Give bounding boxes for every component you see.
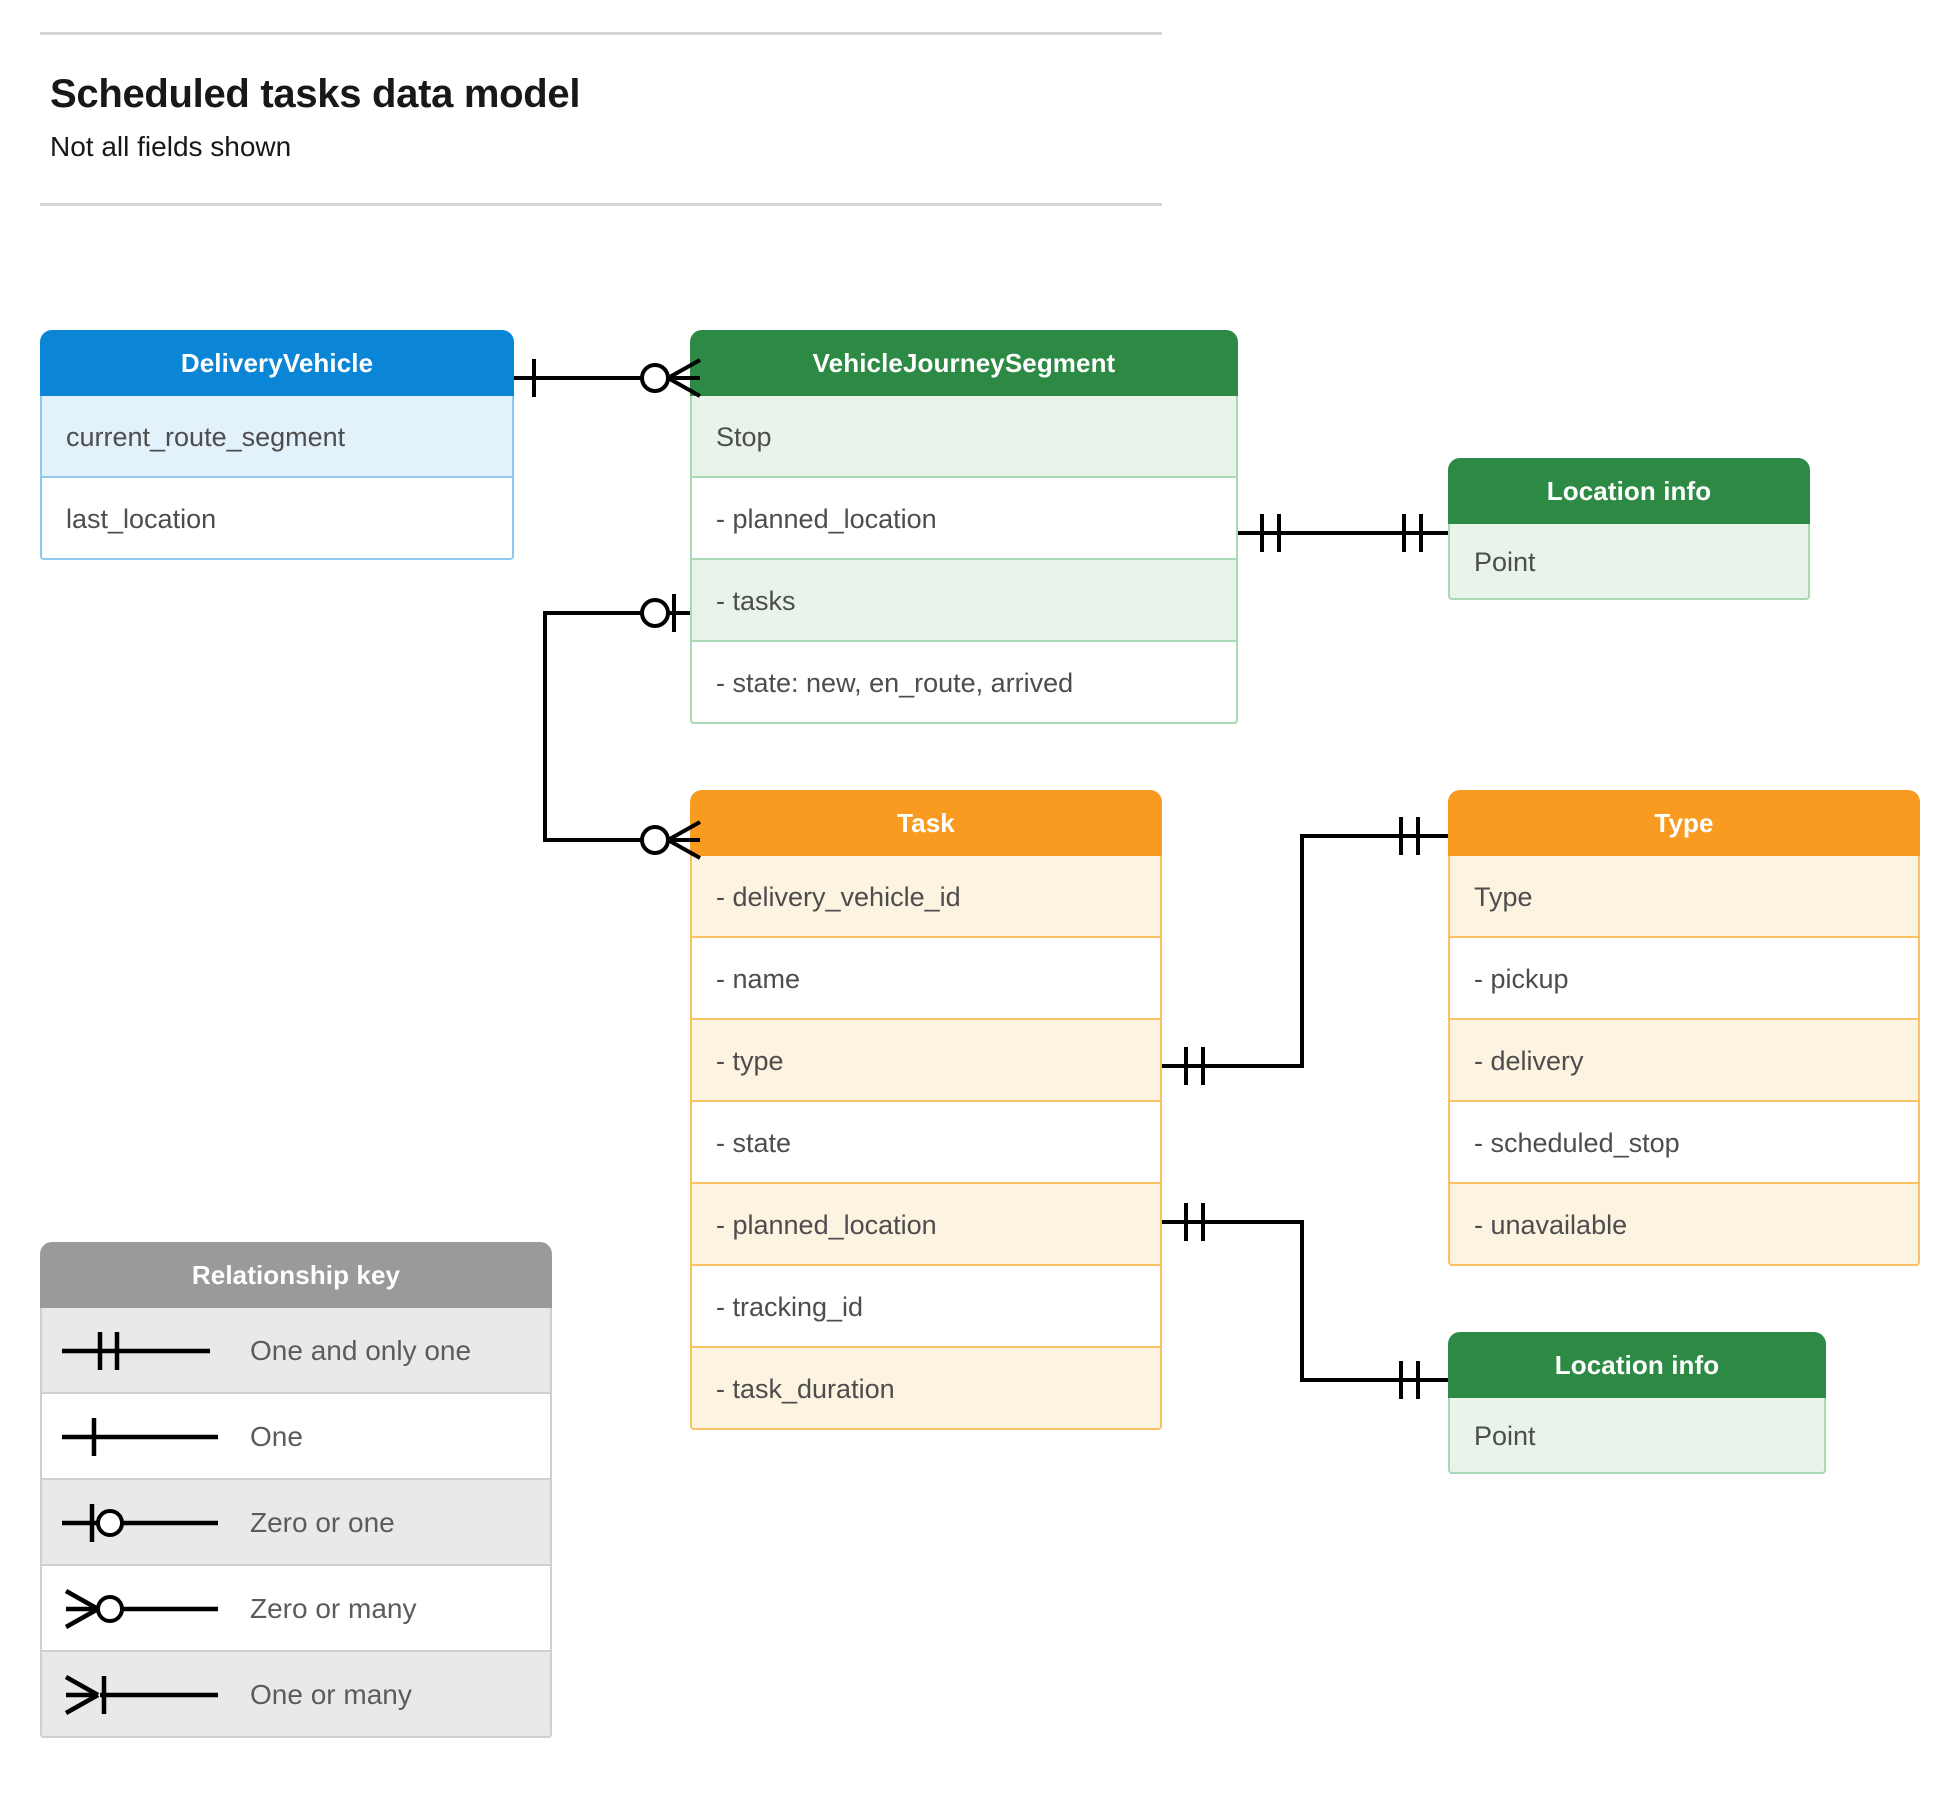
entity-row: - planned_location [690, 478, 1238, 560]
entity-location-info-bottom-title: Location info [1448, 1332, 1826, 1398]
entity-vehicle-journey-segment-title: VehicleJourneySegment [690, 330, 1238, 396]
one-icon [60, 1394, 240, 1478]
page-subtitle: Not all fields shown [50, 131, 292, 162]
entity-row: - planned_location [690, 1184, 1162, 1266]
connector-task-plannedlocation-to-locationinfo [1162, 1203, 1448, 1399]
entity-row: - delivery_vehicle_id [690, 856, 1162, 938]
entity-row: - name [690, 938, 1162, 1020]
legend-label: Zero or one [250, 1507, 395, 1538]
entity-row: last_location [40, 478, 514, 560]
entity-location-info-top[interactable]: Location info Point [1448, 458, 1810, 600]
entity-row: - tasks [690, 560, 1238, 642]
entity-row: Point [1448, 524, 1810, 600]
legend-row: Zero or many [40, 1566, 552, 1652]
entity-row: Type [1448, 856, 1920, 938]
entity-row: - task_duration [690, 1348, 1162, 1430]
entity-delivery-vehicle-title: DeliveryVehicle [40, 330, 514, 396]
legend-row: One and only one [40, 1308, 552, 1394]
entity-row: current_route_segment [40, 396, 514, 478]
entity-row: - pickup [1448, 938, 1920, 1020]
legend-label: One or many [250, 1679, 412, 1710]
header-divider-top [40, 32, 1162, 35]
legend-label: One and only one [250, 1335, 472, 1366]
relationship-key-title: Relationship key [40, 1242, 552, 1308]
legend-row: One or many [40, 1652, 552, 1738]
connector-deliveryvehicle-to-vjs [514, 358, 701, 398]
zero-or-many-icon [60, 1566, 240, 1650]
entity-delivery-vehicle[interactable]: DeliveryVehicle current_route_segment la… [40, 330, 514, 560]
legend-label: One [250, 1421, 303, 1452]
entity-row: - tracking_id [690, 1266, 1162, 1348]
entity-row: - state: new, en_route, arrived [690, 642, 1238, 724]
page-title: Scheduled tasks data model [50, 72, 581, 116]
entity-task-title: Task [690, 790, 1162, 856]
one-and-only-one-icon [60, 1308, 240, 1392]
entity-row: - unavailable [1448, 1184, 1920, 1266]
header-divider-bottom [40, 203, 1162, 206]
entity-type-title: Type [1448, 790, 1920, 856]
entity-row: Point [1448, 1398, 1826, 1474]
connector-vjs-tasks-to-task [543, 594, 701, 860]
relationship-key-legend: Relationship key One and only one One [40, 1242, 552, 1738]
entity-row: - scheduled_stop [1448, 1102, 1920, 1184]
entity-task[interactable]: Task - delivery_vehicle_id - name - type… [690, 790, 1162, 1430]
entity-row: - type [690, 1020, 1162, 1102]
one-or-many-icon [60, 1652, 240, 1736]
legend-row: One [40, 1394, 552, 1480]
entity-row: - state [690, 1102, 1162, 1184]
entity-type[interactable]: Type Type - pickup - delivery - schedule… [1448, 790, 1920, 1266]
entity-row: - delivery [1448, 1020, 1920, 1102]
entity-location-info-bottom[interactable]: Location info Point [1448, 1332, 1826, 1474]
legend-row: Zero or one [40, 1480, 552, 1566]
zero-or-one-icon [60, 1480, 240, 1564]
entity-row: Stop [690, 396, 1238, 478]
entity-vehicle-journey-segment[interactable]: VehicleJourneySegment Stop - planned_loc… [690, 330, 1238, 724]
legend-label: Zero or many [250, 1593, 417, 1624]
connector-vjs-plannedlocation-to-locationinfo [1238, 514, 1448, 552]
connector-task-type-to-type [1162, 817, 1448, 1085]
entity-location-info-top-title: Location info [1448, 458, 1810, 524]
